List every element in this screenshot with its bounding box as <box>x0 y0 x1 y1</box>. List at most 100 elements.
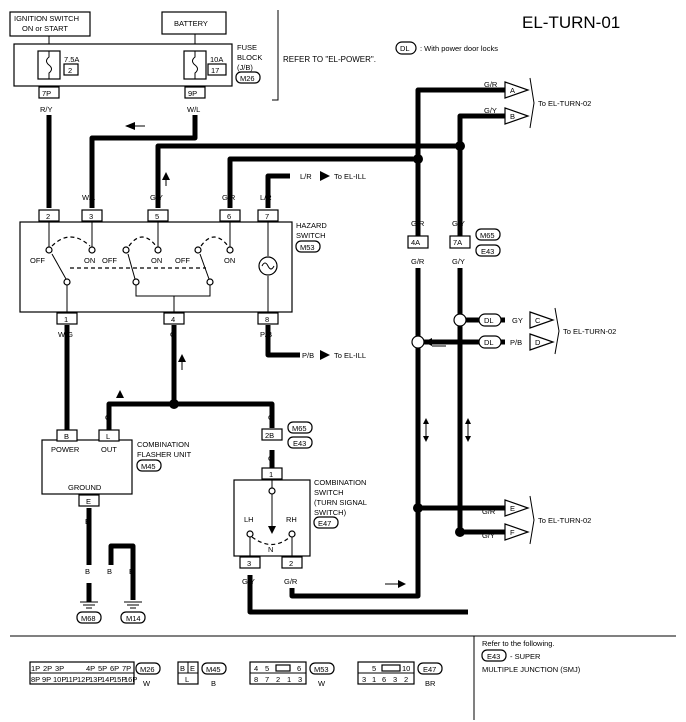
e47-cell: 5 <box>372 664 376 673</box>
combo-connector-e43: E43 <box>293 439 306 448</box>
fuse-block-label-2: BLOCK <box>237 53 262 62</box>
wire-lr-ill: L/R <box>300 172 312 181</box>
joint-connector-e43: E43 <box>481 247 494 256</box>
wire-b-1: B <box>85 517 90 526</box>
connector-m53-diagram: 4 5 6 8 7 2 1 3 M53 W <box>249 661 335 688</box>
hazard-contacts <box>45 222 278 312</box>
to-el-turn-02-ef: To EL-TURN-02 <box>538 516 591 525</box>
m45-cell: L <box>185 675 189 684</box>
combo-label-2: SWITCH <box>314 488 344 497</box>
m26-cell: 5P <box>98 664 107 673</box>
hazard-label-2: SWITCH <box>296 231 326 240</box>
hazard-pin-2: 2 <box>46 212 50 221</box>
m26-cell: 14P <box>101 675 114 684</box>
pin-7p: 7P <box>42 89 51 98</box>
connector-m45-diagram: B E L M45 B <box>177 661 227 688</box>
m45-cell: E <box>190 664 195 673</box>
wire-g-combo-in: G <box>268 454 274 463</box>
refer-line-1: Refer to the following. <box>482 639 555 648</box>
fuse-block-label-3: (J/B) <box>237 63 253 72</box>
refer-e43: E43 <box>487 652 500 661</box>
hazard-pin-7: 7 <box>265 212 269 221</box>
hazard-pin-1: 1 <box>64 315 68 324</box>
combo-pin-1: 1 <box>269 470 273 479</box>
wire-gr-joint-top: G/R <box>411 219 425 228</box>
wire-ry-top: R/Y <box>40 105 53 114</box>
joint-pin-4a: 4A <box>411 238 420 247</box>
flasher-ground: GROUND <box>68 483 102 492</box>
e47-cell: 6 <box>382 675 386 684</box>
page-title: EL-TURN-01 <box>522 13 620 32</box>
ignition-switch-box <box>9 11 91 37</box>
hazard-pin-5: 5 <box>155 212 159 221</box>
wire-pb-ill: P/B <box>302 351 314 360</box>
ground-symbols <box>80 601 142 609</box>
joint-connector-m65: M65 <box>480 231 495 240</box>
combo-pin-2b: 2B <box>265 431 274 440</box>
m26-cell: 7P <box>122 664 131 673</box>
wire-gr-combo: G/R <box>284 577 298 586</box>
refer-el-power: REFER TO "EL-POWER". <box>283 55 376 64</box>
combo-label-3: (TURN SIGNAL <box>314 498 367 507</box>
m53-cell: 6 <box>297 664 301 673</box>
dl-tag-d: DL <box>484 338 494 347</box>
m26-cell: 11P <box>65 675 78 684</box>
m53-cell: 7 <box>265 675 269 684</box>
to-el-ill-1: To EL-ILL <box>334 172 366 181</box>
m26-cell: 4P <box>86 664 95 673</box>
wire-gr-hazard: G/R <box>222 193 236 202</box>
wire-gr-a: G/R <box>484 80 498 89</box>
connector-e47-diagram: 5 10 3 1 6 3 2 E47 BR <box>357 661 443 688</box>
combo-pin-2: 2 <box>289 559 293 568</box>
m53-cell: 2 <box>276 675 280 684</box>
fuse-10a <box>183 50 207 80</box>
refer-line-2: - SUPER <box>510 652 541 661</box>
hazard-off-2: OFF <box>102 256 117 265</box>
hazard-on-2: ON <box>151 256 162 265</box>
dl-legend: DL : With power door locks <box>395 41 498 55</box>
ignition-switch-label: IGNITION SWITCH <box>14 14 79 23</box>
m26-cell: 1P <box>31 664 40 673</box>
hazard-label-1: HAZARD <box>296 221 327 230</box>
connector-d: D <box>535 338 541 347</box>
wire-b-3: B <box>107 567 112 576</box>
combo-lh: LH <box>244 515 254 524</box>
flasher-connector: M45 <box>141 462 156 471</box>
e47-cell: 1 <box>372 675 376 684</box>
combo-switch-contacts <box>246 480 296 556</box>
e47-cell: 3 <box>362 675 366 684</box>
flasher-pin-l: L <box>106 432 110 441</box>
fuse2-number: 17 <box>211 66 219 75</box>
wire-gy-combo: G/Y <box>242 577 255 586</box>
refer-line-3: MULTIPLE JUNCTION (SMJ) <box>482 665 581 674</box>
flasher-unit <box>41 439 133 495</box>
flasher-label-1: COMBINATION <box>137 440 189 449</box>
connector-f: F <box>510 528 515 537</box>
fuse-block-label-1: FUSE <box>237 43 257 52</box>
joint-pin-7a: 7A <box>453 238 462 247</box>
dl-tag-c: DL <box>484 316 494 325</box>
wire-g-hazard: G <box>170 330 176 339</box>
hazard-pin-6: 6 <box>227 212 231 221</box>
e47-color: BR <box>425 679 436 688</box>
ground-m68: M68 <box>81 614 96 623</box>
combo-label-1: COMBINATION <box>314 478 366 487</box>
combo-label-4: SWITCH) <box>314 508 347 517</box>
m26-cell: 9P <box>42 675 51 684</box>
hazard-on-3: ON <box>224 256 235 265</box>
wire-gy-c: GY <box>512 316 523 325</box>
combo-connector-e47: E47 <box>318 519 331 528</box>
m53-cell: 8 <box>254 675 258 684</box>
m26-cell: 6P <box>110 664 119 673</box>
dl-legend-text: : With power door locks <box>420 44 498 53</box>
to-el-ill-2: To EL-ILL <box>334 351 366 360</box>
wire-g-flasher: G <box>105 413 111 422</box>
wire-b-4: B <box>129 567 134 576</box>
e47-cell: 3 <box>393 675 397 684</box>
combo-rh: RH <box>286 515 297 524</box>
m26-cell: 2P <box>43 664 52 673</box>
wire-pb-d: P/B <box>510 338 522 347</box>
current-flow-arrows <box>116 122 471 588</box>
e47-cell: 10 <box>402 664 410 673</box>
pin-9p: 9P <box>188 89 197 98</box>
